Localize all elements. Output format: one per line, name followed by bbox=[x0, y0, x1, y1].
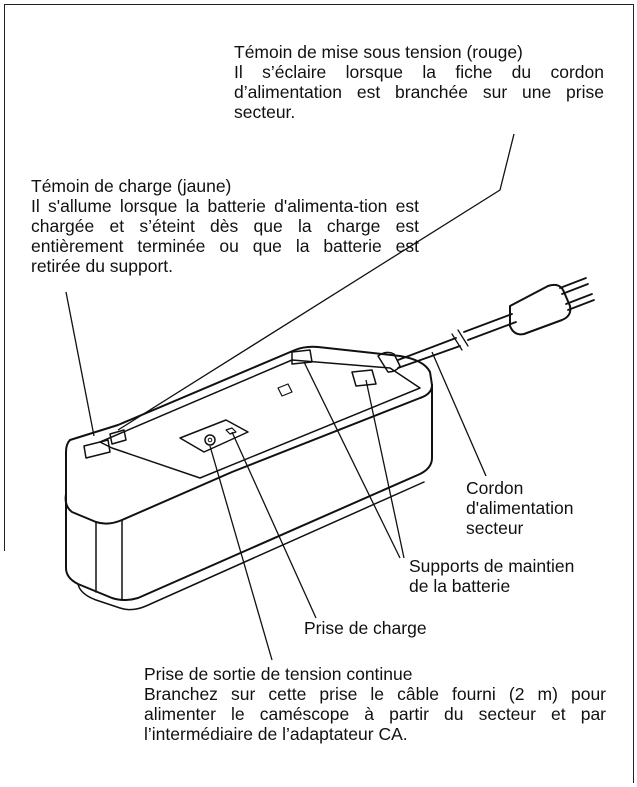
cord-strain-relief bbox=[377, 351, 401, 373]
supports-line2: de la batterie bbox=[409, 576, 511, 596]
plug-pin-upper bbox=[559, 277, 589, 295]
callout-charge-lamp: Témoin de charge (jaune) Il s'allume lor… bbox=[31, 176, 419, 276]
leader-dc-out bbox=[209, 445, 273, 661]
logo-mark bbox=[277, 383, 293, 397]
charge-lamp-body: Il s'allume lorsque la batterie d'alimen… bbox=[31, 196, 419, 276]
leader-charge-jack bbox=[231, 431, 317, 619]
callout-power-lamp: Témoin de mise sous tension (rouge) Il s… bbox=[234, 42, 604, 122]
charge-jack-label: Prise de charge bbox=[304, 618, 427, 638]
dc-out-jack bbox=[204, 434, 216, 446]
leader-charge-lamp bbox=[65, 291, 95, 437]
power-cord-line3: secteur bbox=[466, 518, 524, 538]
rear-support-right bbox=[351, 369, 377, 387]
jack-plate bbox=[179, 419, 249, 453]
charger-front-face bbox=[65, 384, 433, 601]
leader-support-right bbox=[365, 379, 405, 559]
power-cord-line1: Cordon bbox=[466, 478, 524, 498]
dc-out-body: Branchez sur cette prise le câble fourni… bbox=[144, 684, 606, 744]
callout-power-cord: Cordon d'alimentation secteur bbox=[466, 478, 616, 538]
charger-top-surface bbox=[64, 345, 433, 525]
plug-pin-lower bbox=[565, 293, 595, 311]
charge-lamp-title: Témoin de charge (jaune) bbox=[31, 176, 232, 196]
leader-power-lamp bbox=[117, 133, 515, 431]
plug-body bbox=[509, 283, 572, 336]
supports-line1: Supports de maintien bbox=[409, 556, 575, 576]
power-cord-line2: d'alimentation bbox=[466, 498, 574, 518]
frame-left-rule bbox=[4, 4, 5, 551]
power-cord-far bbox=[463, 313, 517, 341]
power-lamp-body: Il s’éclaire lorsque la fiche du cordon … bbox=[234, 62, 604, 122]
power-cord bbox=[397, 337, 461, 369]
leader-support-left bbox=[303, 361, 401, 559]
callout-battery-supports: Supports de maintien de la batterie bbox=[409, 556, 629, 596]
power-lamp-title: Témoin de mise sous tension (rouge) bbox=[234, 42, 523, 62]
cord-break bbox=[451, 329, 469, 351]
power-lamp-mark bbox=[109, 429, 127, 445]
callout-dc-out: Prise de sortie de tension continue Bran… bbox=[144, 664, 606, 744]
rear-support-left bbox=[291, 349, 313, 365]
frame-top-rule bbox=[4, 4, 633, 5]
leader-cord bbox=[431, 351, 487, 477]
charge-contact bbox=[225, 427, 237, 435]
charger-base bbox=[77, 481, 425, 611]
charge-lamp-mark bbox=[83, 439, 111, 459]
callout-charge-jack: Prise de charge bbox=[304, 618, 504, 638]
dc-out-title: Prise de sortie de tension continue bbox=[144, 664, 413, 684]
frame-right-rule bbox=[633, 4, 634, 783]
